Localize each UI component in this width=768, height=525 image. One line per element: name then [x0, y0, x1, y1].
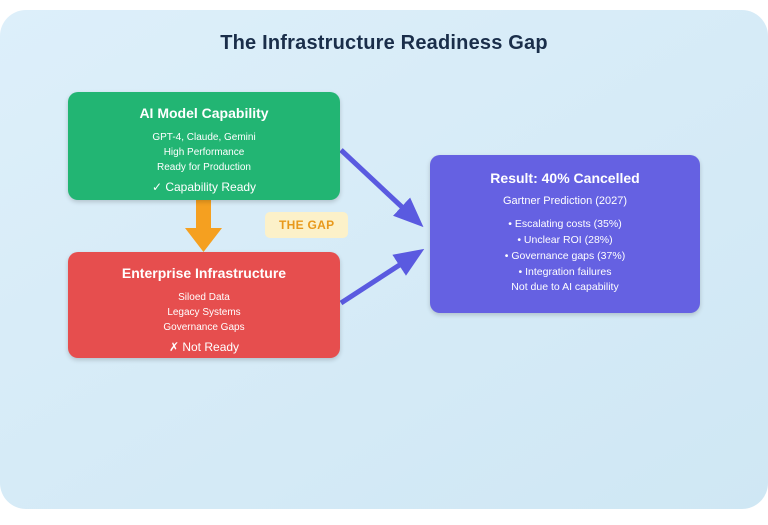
node-line: Ready for Production — [157, 162, 251, 173]
node-subtitle: Gartner Prediction (2027) — [502, 195, 628, 207]
node-title: AI Model Capability — [139, 105, 269, 121]
node-bullet: • Integration failures — [518, 266, 612, 278]
node-bullet: • Escalating costs (35%) — [508, 218, 622, 230]
node-status-not-ready: ✗ Not Ready — [168, 340, 240, 354]
node-status-ready: ✓ Capability Ready — [151, 180, 257, 194]
node-ai-model-capability: AI Model Capability GPT-4, Claude, Gemin… — [68, 92, 340, 200]
node-enterprise-infrastructure: Enterprise Infrastructure Siloed Data Le… — [68, 252, 340, 358]
node-title: Result: 40% Cancelled — [490, 170, 640, 186]
gap-label: THE GAP — [265, 212, 349, 238]
node-line: GPT-4, Claude, Gemini — [152, 132, 256, 143]
node-line: Governance Gaps — [163, 322, 245, 333]
diagram-title: The Infrastructure Readiness Gap — [220, 32, 548, 54]
node-line: Siloed Data — [178, 292, 230, 303]
node-line: High Performance — [163, 147, 245, 158]
node-footer: Not due to AI capability — [511, 281, 619, 293]
node-bullet: • Unclear ROI (28%) — [517, 234, 613, 246]
node-line: Legacy Systems — [167, 307, 241, 318]
node-title: Enterprise Infrastructure — [121, 265, 287, 281]
node-result-cancelled: Result: 40% Cancelled Gartner Prediction… — [430, 155, 700, 313]
node-bullet: • Governance gaps (37%) — [504, 250, 626, 262]
